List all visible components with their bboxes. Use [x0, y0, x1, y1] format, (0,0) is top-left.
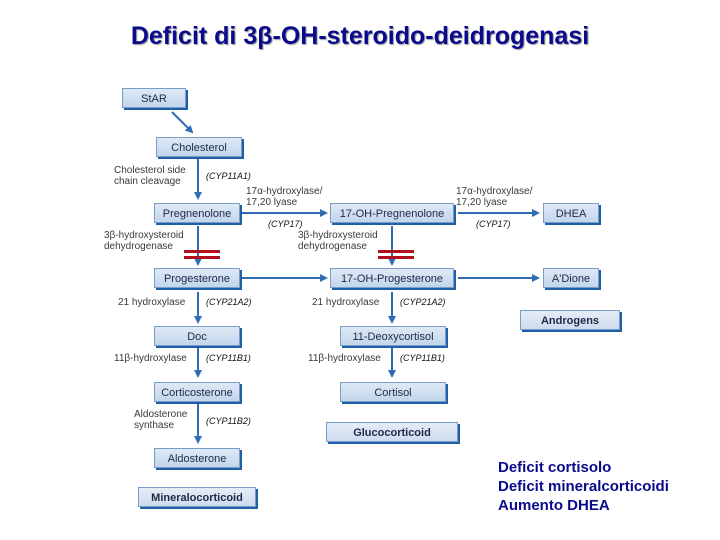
box-star: StAR — [122, 88, 186, 108]
box-mineralocorticoid: Mineralocorticoid — [138, 487, 256, 507]
slide-title: Deficit di 3β-OH-steroido-deidrogenasi — [130, 22, 590, 50]
box-dhea: DHEA — [543, 203, 599, 223]
box-aldosterone: Aldosterone — [154, 448, 240, 468]
label-3b-hsd-right: 3β-hydroxysteroid dehydrogenase — [298, 230, 378, 252]
gene-cyp17-right: (CYP17) — [476, 219, 511, 229]
box-corticosterone: Corticosterone — [154, 382, 240, 402]
block-mark-right — [378, 250, 414, 253]
gene-cyp21a2-right: (CYP21A2) — [400, 297, 446, 307]
label-17a-hydroxylase-left: 17α-hydroxylase/ 17,20 lyase — [246, 186, 323, 208]
label-11b-hydroxylase-left: 11β-hydroxylase — [114, 353, 187, 364]
label-3b-hsd-left: 3β-hydroxysteroid dehydrogenase — [104, 230, 184, 252]
box-17oh-progesterone: 17-OH-Progesterone — [330, 268, 454, 288]
label-cholesterol-side-chain-cleavage: Cholesterol side chain cleavage — [114, 165, 186, 187]
box-adione: A'Dione — [543, 268, 599, 288]
gene-cyp21a2-left: (CYP21A2) — [206, 297, 252, 307]
box-cholesterol: Cholesterol — [156, 137, 242, 157]
gene-cyp17-left: (CYP17) — [268, 219, 303, 229]
label-11b-hydroxylase-right: 11β-hydroxylase — [308, 353, 381, 364]
block-mark-left-2 — [184, 256, 220, 259]
box-11-deoxycortisol: 11-Deoxycortisol — [340, 326, 446, 346]
gene-cyp11b2: (CYP11B2) — [206, 416, 251, 426]
box-cortisol: Cortisol — [340, 382, 446, 402]
outcome-deficit-cortisolo: Deficit cortisolo — [498, 459, 612, 476]
box-doc: Doc — [154, 326, 240, 346]
label-21-hydroxylase-right: 21 hydroxylase — [312, 297, 380, 308]
block-mark-left — [184, 250, 220, 253]
label-17a-hydroxylase-right: 17α-hydroxylase/ 17,20 lyase — [456, 186, 533, 208]
outcome-aumento-dhea: Aumento DHEA — [498, 497, 610, 514]
outcome-deficit-mineralcorticoidi: Deficit mineralcorticoidi — [498, 478, 669, 495]
gene-cyp11b1-right: (CYP11B1) — [400, 353, 445, 363]
box-glucocorticoid: Glucocorticoid — [326, 422, 458, 442]
box-androgens: Androgens — [520, 310, 620, 330]
outcome-list: Deficit cortisolo Deficit mineralcortico… — [498, 458, 669, 515]
gene-cyp11a1: (CYP11A1) — [206, 171, 251, 181]
box-pregnenolone: Pregnenolone — [154, 203, 240, 223]
block-mark-right-2 — [378, 256, 414, 259]
arrow-star-cholesterol — [171, 111, 194, 134]
enzyme-block-marks — [184, 250, 414, 259]
box-progesterone: Progesterone — [154, 268, 240, 288]
label-aldosterone-synthase: Aldosterone synthase — [134, 409, 188, 431]
gene-cyp11b1-left: (CYP11B1) — [206, 353, 251, 363]
box-17oh-pregnenolone: 17-OH-Pregnenolone — [330, 203, 454, 223]
label-21-hydroxylase-left: 21 hydroxylase — [118, 297, 186, 308]
